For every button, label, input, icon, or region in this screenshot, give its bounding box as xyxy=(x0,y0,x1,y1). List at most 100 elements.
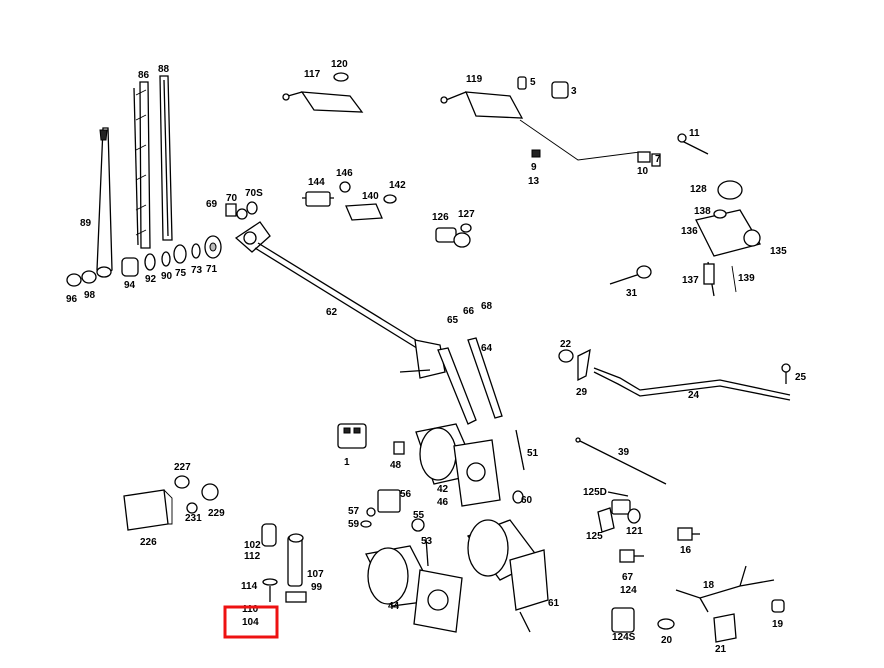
label-46[interactable]: 46 xyxy=(437,497,449,508)
label-73[interactable]: 73 xyxy=(191,265,203,276)
wiper-blade-86[interactable] xyxy=(133,81,151,249)
label-70[interactable]: 70 xyxy=(226,193,238,204)
label-69[interactable]: 69 xyxy=(206,199,218,210)
label-119[interactable]: 119 xyxy=(466,74,483,85)
relay-56[interactable] xyxy=(360,489,425,532)
label-96[interactable]: 96 xyxy=(66,294,78,305)
rod-24[interactable] xyxy=(558,348,791,401)
label-67[interactable]: 67 xyxy=(622,572,634,583)
label-137[interactable]: 137 xyxy=(682,275,699,286)
label-120[interactable]: 120 xyxy=(331,59,348,70)
label-146[interactable]: 146 xyxy=(336,168,353,179)
label-126[interactable]: 126 xyxy=(432,212,449,223)
label-107[interactable]: 107 xyxy=(307,569,324,580)
label-16[interactable]: 16 xyxy=(680,545,692,556)
label-144[interactable]: 144 xyxy=(308,177,325,188)
label-22[interactable]: 22 xyxy=(560,339,572,350)
label-125[interactable]: 125 xyxy=(586,531,603,542)
label-24[interactable]: 24 xyxy=(688,390,700,401)
harness-18[interactable] xyxy=(675,565,775,613)
label-62[interactable]: 62 xyxy=(326,307,338,318)
label-139[interactable]: 139 xyxy=(738,273,755,284)
label-9[interactable]: 9 xyxy=(531,162,537,173)
connector-48[interactable] xyxy=(393,441,405,455)
label-128[interactable]: 128 xyxy=(690,184,707,195)
label-140[interactable]: 140 xyxy=(362,191,379,202)
label-11[interactable]: 11 xyxy=(689,128,700,139)
label-142[interactable]: 142 xyxy=(389,180,406,191)
cable-39[interactable] xyxy=(575,437,667,485)
label-42[interactable]: 42 xyxy=(437,484,449,495)
label-231[interactable]: 231 xyxy=(185,513,202,524)
label-44[interactable]: 44 xyxy=(388,601,400,612)
label-71[interactable]: 71 xyxy=(206,264,218,275)
label-31[interactable]: 31 xyxy=(626,288,638,299)
label-127[interactable]: 127 xyxy=(458,209,475,220)
switch-126[interactable] xyxy=(435,223,472,248)
label-110[interactable]: 110 xyxy=(242,604,259,615)
label-55[interactable]: 55 xyxy=(413,510,425,521)
label-25[interactable]: 25 xyxy=(795,372,807,383)
control-unit-226[interactable] xyxy=(123,475,219,531)
relay-144[interactable] xyxy=(302,181,351,207)
label-112[interactable]: 112 xyxy=(244,551,261,562)
label-138[interactable]: 138 xyxy=(694,206,711,217)
label-117[interactable]: 117 xyxy=(304,69,321,80)
label-21[interactable]: 21 xyxy=(715,644,727,655)
label-227[interactable]: 227 xyxy=(174,462,191,473)
bolt-31[interactable] xyxy=(609,265,652,285)
clip-21[interactable] xyxy=(713,613,737,643)
cap-19[interactable] xyxy=(771,599,785,613)
socket-assembly-104[interactable] xyxy=(261,523,307,603)
wiper-motor-61[interactable] xyxy=(466,519,549,633)
label-56[interactable]: 56 xyxy=(400,489,412,500)
label-114[interactable]: 114 xyxy=(241,581,258,592)
interior-lamp-117[interactable] xyxy=(282,72,364,113)
switch-1[interactable] xyxy=(337,423,367,449)
relay-140[interactable] xyxy=(345,194,397,221)
wiper-arm-89[interactable] xyxy=(96,127,113,278)
label-125D[interactable]: 125D xyxy=(583,487,607,498)
label-20[interactable]: 20 xyxy=(661,635,673,646)
label-29[interactable]: 29 xyxy=(576,387,588,398)
label-88[interactable]: 88 xyxy=(158,64,170,75)
connector-16[interactable] xyxy=(677,527,700,541)
label-5[interactable]: 5 xyxy=(530,77,536,88)
connector-67[interactable] xyxy=(619,549,644,563)
label-61[interactable]: 61 xyxy=(548,598,560,609)
label-92[interactable]: 92 xyxy=(145,274,157,285)
label-60[interactable]: 60 xyxy=(521,495,533,506)
label-135[interactable]: 135 xyxy=(770,246,787,257)
label-124[interactable]: 124 xyxy=(620,585,637,596)
label-99[interactable]: 99 xyxy=(311,582,323,593)
switch-135[interactable] xyxy=(695,180,761,297)
label-226[interactable]: 226 xyxy=(140,537,157,548)
label-59[interactable]: 59 xyxy=(348,519,360,530)
wiper-motor-44[interactable] xyxy=(365,537,463,633)
label-66[interactable]: 66 xyxy=(463,306,475,317)
label-19[interactable]: 19 xyxy=(772,619,784,630)
wiper-blade-88[interactable] xyxy=(159,75,173,241)
interior-lamp-119[interactable] xyxy=(440,76,709,167)
label-104[interactable]: 104 xyxy=(242,617,259,628)
label-1[interactable]: 1 xyxy=(344,457,350,468)
wiper-linkage-62[interactable] xyxy=(225,201,503,425)
label-65[interactable]: 65 xyxy=(447,315,459,326)
label-18[interactable]: 18 xyxy=(703,580,715,591)
label-64[interactable]: 64 xyxy=(481,343,493,354)
label-68[interactable]: 68 xyxy=(481,301,493,312)
label-136[interactable]: 136 xyxy=(681,226,698,237)
wiper-small-parts[interactable] xyxy=(66,235,222,287)
label-124S[interactable]: 124S xyxy=(612,632,636,643)
label-39[interactable]: 39 xyxy=(618,447,630,458)
label-86[interactable]: 86 xyxy=(138,70,150,81)
label-10[interactable]: 10 xyxy=(637,166,649,177)
label-53[interactable]: 53 xyxy=(421,536,433,547)
label-3[interactable]: 3 xyxy=(571,86,577,97)
label-121[interactable]: 121 xyxy=(626,526,643,537)
label-102[interactable]: 102 xyxy=(244,540,261,551)
label-13[interactable]: 13 xyxy=(528,176,540,187)
wiper-motor-42[interactable] xyxy=(415,423,525,507)
bulb-20[interactable] xyxy=(657,618,675,630)
label-229[interactable]: 229 xyxy=(208,508,225,519)
